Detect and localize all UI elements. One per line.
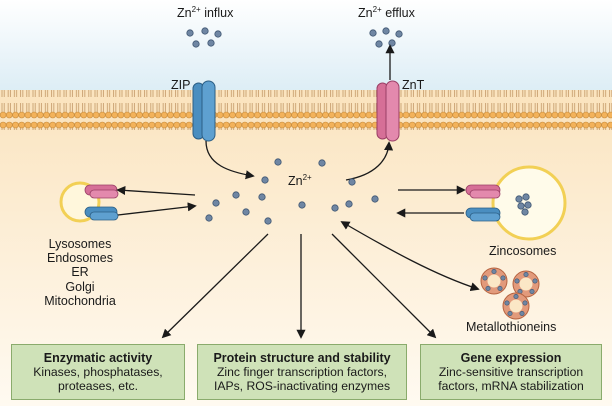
box-line: Zinc finger transcription factors,	[216, 365, 387, 379]
metallothionein-arrow	[340, 221, 480, 292]
box-title: Gene expression	[460, 351, 562, 365]
vesicle-release-arrow	[117, 202, 197, 216]
metallothioneins-label: Metallothioneins	[466, 320, 557, 334]
plasma-membrane	[0, 90, 612, 130]
organelle-vesicle	[59, 181, 119, 223]
organelle-item: Golgi	[65, 279, 95, 294]
box-line: Kinases, phosphatases,	[33, 365, 163, 379]
to-znt-arrow	[345, 141, 394, 181]
extracellular-space	[0, 0, 612, 92]
box-line: factors, mRNA stabilization	[438, 379, 584, 393]
znt-label: ZnT	[402, 78, 425, 92]
organelle-item: Lysosomes	[48, 237, 112, 251]
gene-expression-box: Gene expression Zinc-sensitive transcrip…	[420, 344, 602, 400]
zincosomes-label: Zincosomes	[489, 244, 557, 258]
znt-transporter	[376, 80, 400, 142]
box-title: Enzymatic activity	[43, 351, 153, 365]
enzymatic-activity-box: Enzymatic activity Kinases, phosphatases…	[11, 344, 185, 400]
influx-zinc-ions	[186, 27, 222, 48]
box-line: proteases, etc.	[58, 379, 138, 393]
metallothioneins	[480, 267, 540, 320]
cytosolic-zinc-ions	[205, 158, 379, 225]
zip-label: ZIP	[171, 78, 191, 92]
zip-transporter	[192, 80, 216, 142]
box-line: IAPs, ROS-inactivating enzymes	[213, 379, 391, 393]
zinc-influx-label: Zn2+ influx	[177, 5, 234, 20]
influx-arrow	[205, 140, 255, 180]
organelle-item: ER	[71, 265, 89, 280]
organelle-item: Endosomes	[46, 251, 113, 266]
vesicle-uptake-arrow	[116, 185, 196, 196]
organelle-list: Lysosomes Endosomes ER Golgi Mitochondri…	[30, 237, 130, 308]
zinc-efflux-label: Zn2+ efflux	[358, 5, 415, 20]
protein-structure-box: Protein structure and stability Zinc fin…	[197, 344, 407, 400]
to-enzymatic-arrow	[161, 233, 269, 339]
box-title: Protein structure and stability	[213, 351, 391, 365]
zincosome	[465, 165, 567, 241]
organelle-item: Mitochondria	[44, 293, 116, 308]
box-line: Zinc-sensitive transcription	[438, 365, 584, 379]
cytosolic-zinc-label: Zn2+	[288, 173, 312, 188]
